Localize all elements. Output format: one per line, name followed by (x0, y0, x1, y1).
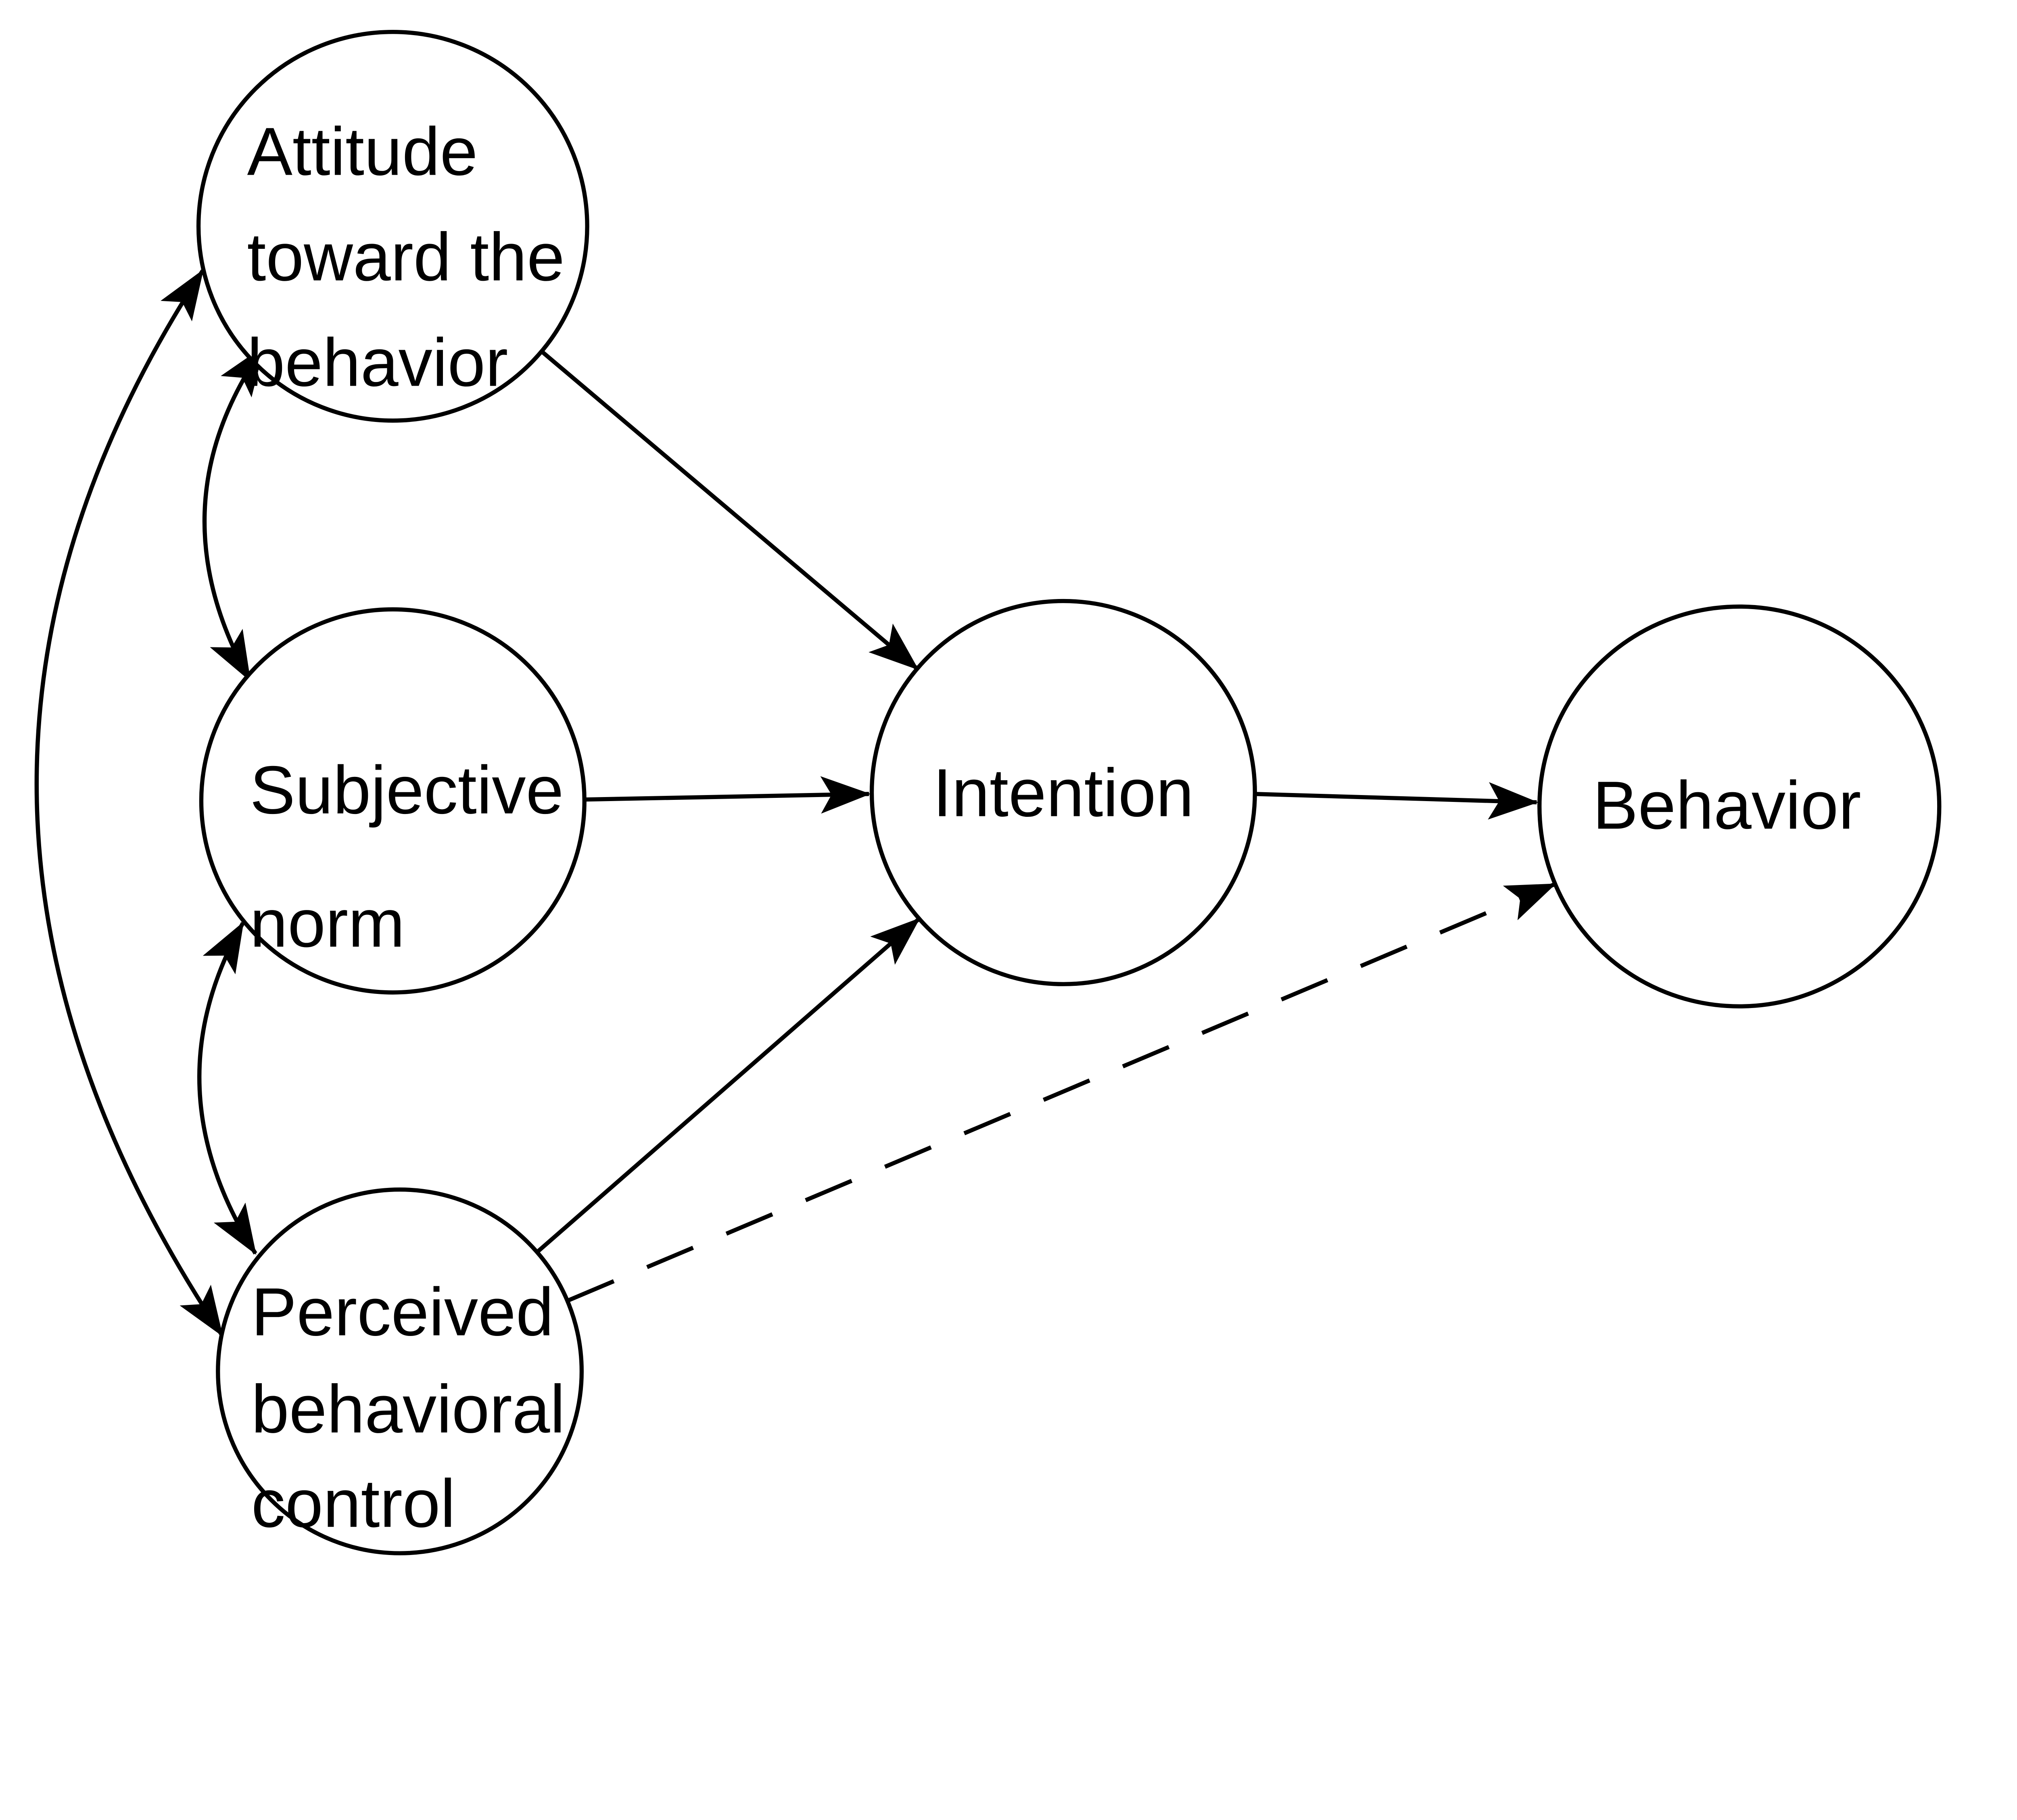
node-pbc-label-line-3: control (251, 1465, 455, 1541)
node-attitude-label: Attitude toward the behavior (247, 113, 584, 401)
node-attitude-circle (196, 29, 589, 423)
covariance-subjective-norm-pbc (197, 921, 257, 1255)
node-subjective-norm-label-line-1: Subjective (250, 752, 564, 828)
node-behavior-circle (1537, 604, 1942, 1008)
covariance-attitude-pbc (34, 269, 224, 1337)
diagram-canvas: Attitude toward the behavior Subjective … (34, 29, 1942, 1555)
node-pbc-label: Perceived behavioral control (251, 1273, 584, 1541)
node-subjective-norm-circle (199, 607, 587, 995)
node-pbc-label-line-1: Perceived (251, 1273, 554, 1350)
edge-pbc-to-behavior-dashed (567, 882, 1556, 1303)
node-attitude-label-line-2: toward the (247, 219, 565, 295)
edge-attitude-to-intention (540, 349, 919, 671)
node-behavior-label: Behavior (1593, 767, 1861, 843)
node-subjective-norm-label-line-2: norm (250, 885, 405, 961)
node-intention-label: Intention (933, 754, 1194, 831)
edge-subjective-norm-to-intention (584, 776, 871, 814)
node-intention-circle (869, 599, 1257, 986)
node-pbc-label-line-2: behavioral (251, 1371, 565, 1447)
node-attitude-label-line-1: Attitude (247, 113, 478, 190)
node-attitude-label-line-3: behavior (247, 324, 508, 401)
edge-intention-to-behavior (1255, 782, 1539, 820)
node-subjective-norm-label: Subjective norm (250, 752, 583, 961)
tpb-diagram: Attitude toward the behavior Subjective … (34, 29, 1942, 1555)
edge-pbc-to-intention (536, 917, 921, 1254)
node-pbc-circle (216, 1187, 584, 1555)
